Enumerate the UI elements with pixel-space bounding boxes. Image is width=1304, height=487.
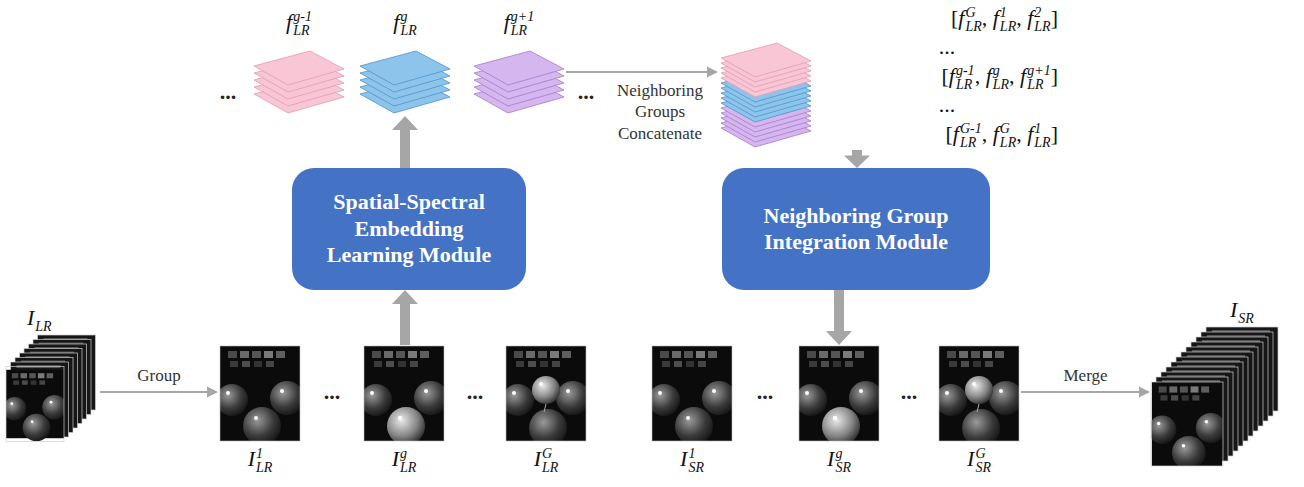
feature-stack xyxy=(253,50,345,114)
ellipsis: ... xyxy=(220,81,237,103)
block-arrow xyxy=(844,150,870,168)
band-group: I_LR^G xyxy=(504,345,588,475)
module-title: Neighboring Group Integration Module xyxy=(722,203,990,256)
feature-label: f_LR^g-1 xyxy=(252,8,346,38)
concat-list-item: [f_LR^G-1, f_LR^G, f_LR^1] xyxy=(836,120,1058,150)
ellipsis: ... xyxy=(467,381,484,403)
input-cube: I_LR xyxy=(5,304,100,444)
sr-group: I_SR^1 xyxy=(650,345,734,475)
feature-label: f_LR^g xyxy=(358,8,452,38)
image-label: I_SR^g xyxy=(797,445,881,475)
ellipsis: ... xyxy=(757,381,774,403)
cube-label: I_LR xyxy=(27,304,52,334)
module-box: Neighboring Group Integration Module xyxy=(722,168,990,290)
concat-list-item: [f_LR^G, f_LR^1, f_LR^2] xyxy=(836,4,1058,34)
block-arrow xyxy=(826,290,852,345)
band-image xyxy=(363,345,445,442)
band-group: I_LR^1 xyxy=(218,345,302,475)
concatenated-features: [f_LR^G, f_LR^1, f_LR^2]...[f_LR^g-1, f_… xyxy=(718,2,1063,150)
group-feature: f_LR^g xyxy=(358,8,452,116)
band-image xyxy=(219,345,301,442)
feature-label: f_LR^g+1 xyxy=(472,8,566,38)
image-cube xyxy=(1150,326,1279,467)
ellipsis: ... xyxy=(901,381,918,403)
band-group: I_LR^g xyxy=(362,345,446,475)
feature-stack xyxy=(473,50,565,114)
image-cube xyxy=(5,334,97,443)
ellipsis: ... xyxy=(324,381,341,403)
image-label: I_LR^1 xyxy=(218,445,302,475)
block-arrow xyxy=(392,290,418,345)
band-image xyxy=(798,345,880,442)
sr-group: I_SR^G xyxy=(937,345,1021,475)
flow-arrow xyxy=(566,67,718,78)
edge-label: Merge xyxy=(1063,365,1107,386)
module-box: Spatial-Spectral Embedding Learning Modu… xyxy=(292,168,526,290)
module-title: Spatial-Spectral Embedding Learning Modu… xyxy=(292,189,526,268)
concat-list-item: ... xyxy=(836,91,1058,120)
flow-arrow xyxy=(100,387,218,398)
band-image xyxy=(651,345,733,442)
concat-list-item: ... xyxy=(836,33,1058,62)
sr-group: I_SR^g xyxy=(797,345,881,475)
output-cube: I_SR xyxy=(1150,296,1300,466)
image-label: I_LR^G xyxy=(504,445,588,475)
flow-arrow xyxy=(1021,387,1150,398)
image-label: I_SR^G xyxy=(937,445,1021,475)
band-image xyxy=(505,345,587,442)
concat-list-item: [f_LR^g-1, f_LR^g, f_LR^g+1] xyxy=(836,62,1058,92)
edge-label: Group xyxy=(137,365,180,386)
feature-stack xyxy=(720,42,812,148)
ellipsis: ... xyxy=(578,81,595,103)
band-image xyxy=(938,345,1020,442)
group-feature: f_LR^g-1 xyxy=(252,8,346,116)
group-feature: f_LR^g+1 xyxy=(472,8,566,116)
image-label: I_LR^g xyxy=(362,445,446,475)
feature-stack xyxy=(359,50,451,114)
block-arrow xyxy=(392,116,418,168)
edge-label: Neighboring Groups Concatenate xyxy=(604,80,716,144)
image-label: I_SR^1 xyxy=(650,445,734,475)
cube-label: I_SR xyxy=(1230,296,1254,326)
